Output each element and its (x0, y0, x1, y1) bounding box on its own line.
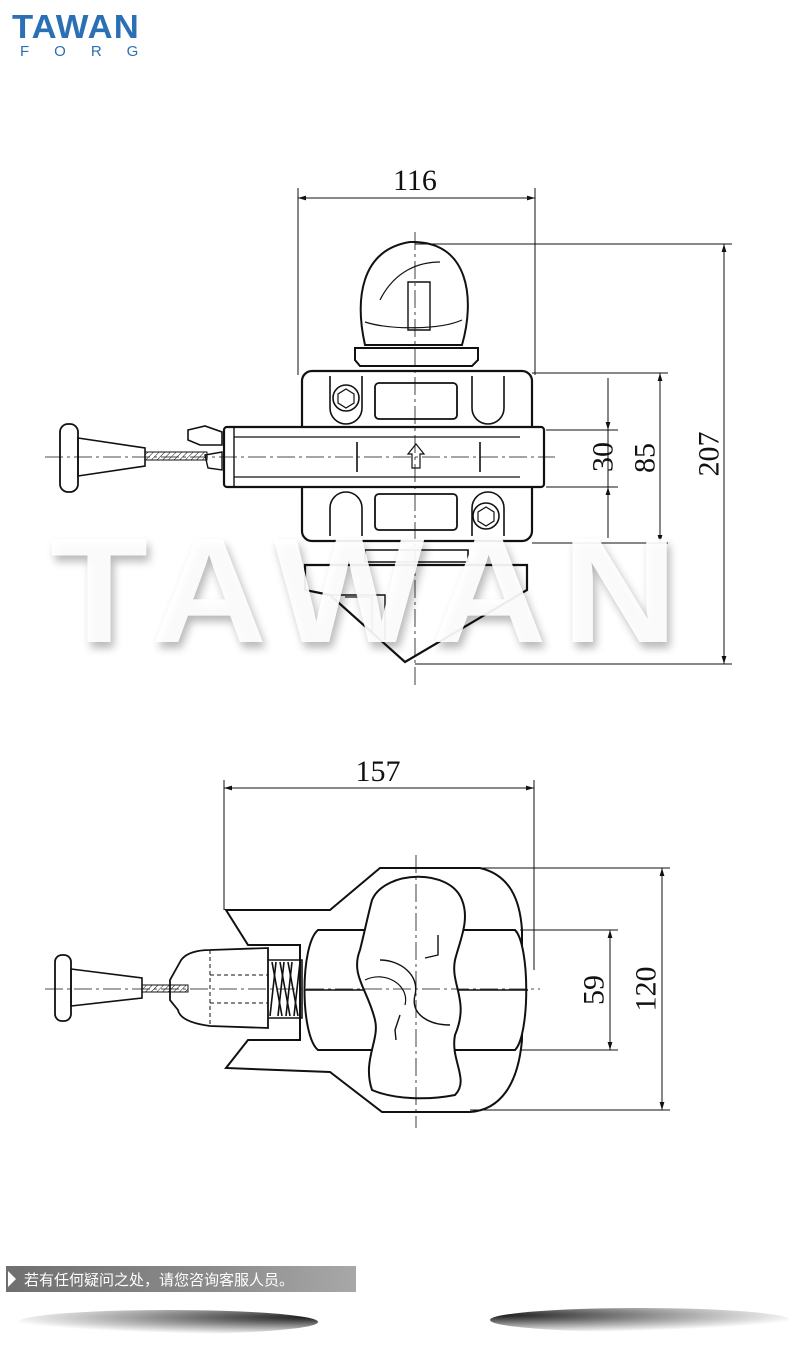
bolt-top-left (332, 384, 360, 412)
decorative-shadow-left (18, 1310, 318, 1334)
flange (224, 867, 523, 1113)
base-plate (303, 563, 529, 664)
rotating-knob (356, 875, 466, 1100)
contact-note-banner: 若有任何疑问之处，请您咨询客服人员。 (6, 1266, 356, 1292)
logo-subtitle: FORG (20, 43, 164, 60)
dim-85: 85 (629, 443, 662, 473)
pull-handle (59, 423, 79, 493)
dim-207: 207 (693, 432, 726, 477)
dim-59: 59 (578, 975, 611, 1005)
contact-note-text: 若有任何疑问之处，请您咨询客服人员。 (24, 1271, 295, 1289)
dim-157: 157 (356, 755, 401, 788)
top-view (45, 188, 732, 688)
spring-housing (169, 947, 269, 1029)
bolt-bottom-right (472, 502, 500, 530)
logo-wordmark: TAWAN (12, 8, 140, 45)
dim-30: 30 (587, 442, 620, 472)
knob-top (359, 240, 469, 346)
pull-handle-side (54, 954, 72, 1022)
dim-120: 120 (630, 967, 663, 1012)
side-view (45, 780, 670, 1128)
play-arrow-icon (8, 1271, 16, 1287)
decorative-shadow-right (490, 1308, 790, 1332)
dim-116: 116 (393, 164, 437, 197)
brand-logo: TAWAN FORG (12, 10, 172, 60)
